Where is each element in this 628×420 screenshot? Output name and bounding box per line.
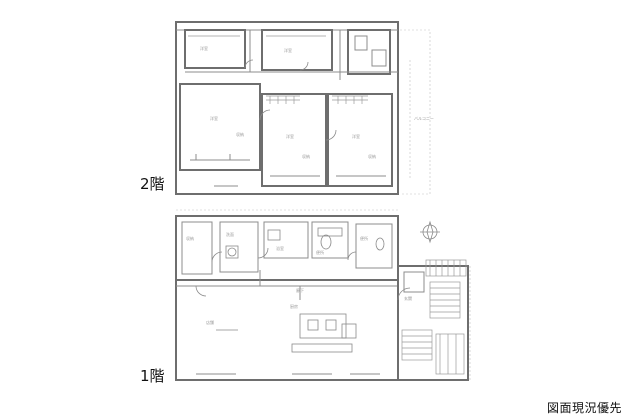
first-floor-label: 1階: [140, 367, 165, 385]
svg-text:洋室: 洋室: [352, 133, 360, 139]
svg-text:バルコニー: バルコニー: [414, 116, 434, 121]
svg-text:店舗: 店舗: [206, 319, 214, 325]
svg-text:浴室: 浴室: [276, 245, 284, 251]
svg-text:洗面: 洗面: [226, 231, 234, 237]
svg-text:便所: 便所: [316, 249, 324, 255]
svg-text:厨房: 厨房: [290, 303, 298, 309]
first-floor-plan: 収納 洗面 浴室 便所 便所 店舗 厨房 玄関 廊下: [175, 209, 471, 381]
svg-text:洋室: 洋室: [200, 45, 208, 51]
second-floor-label: 2階: [140, 175, 165, 193]
second-floor-plan: 洋室 洋室 洋室 収納 洋室 洋室 収納 収納 バルコニー: [175, 21, 434, 195]
svg-text:洋室: 洋室: [284, 47, 292, 53]
svg-text:便所: 便所: [360, 235, 368, 241]
plan-priority-note: 図面現況優先: [546, 401, 622, 415]
compass-icon: [420, 220, 440, 244]
svg-text:玄関: 玄関: [404, 295, 412, 301]
svg-text:収納: 収納: [236, 131, 244, 137]
svg-text:収納: 収納: [186, 235, 194, 241]
svg-text:洋室: 洋室: [210, 115, 218, 121]
svg-text:洋室: 洋室: [286, 133, 294, 139]
svg-text:廊下: 廊下: [296, 287, 304, 293]
svg-text:収納: 収納: [368, 153, 376, 159]
svg-text:収納: 収納: [302, 153, 310, 159]
